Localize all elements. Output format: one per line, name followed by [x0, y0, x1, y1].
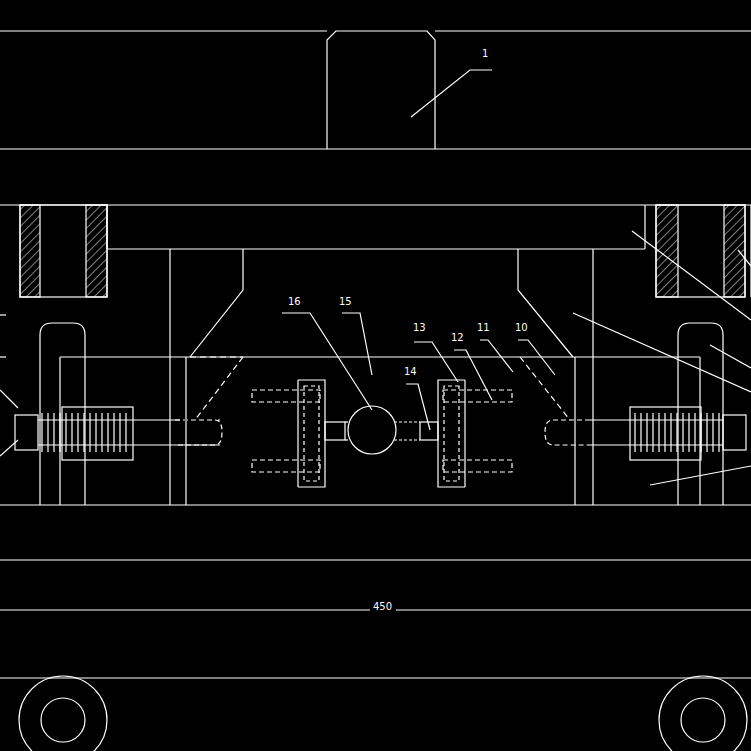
callout-number: 15: [338, 296, 353, 308]
dimension-text: 450: [372, 601, 393, 613]
callout-number: 11: [476, 322, 491, 334]
callout-number: 1: [481, 48, 489, 60]
callout-number: 10: [514, 322, 529, 334]
callout-number: 14: [403, 366, 418, 378]
callout-number: 12: [450, 332, 465, 344]
callout-number: 13: [412, 322, 427, 334]
callout-number: 16: [287, 296, 302, 308]
